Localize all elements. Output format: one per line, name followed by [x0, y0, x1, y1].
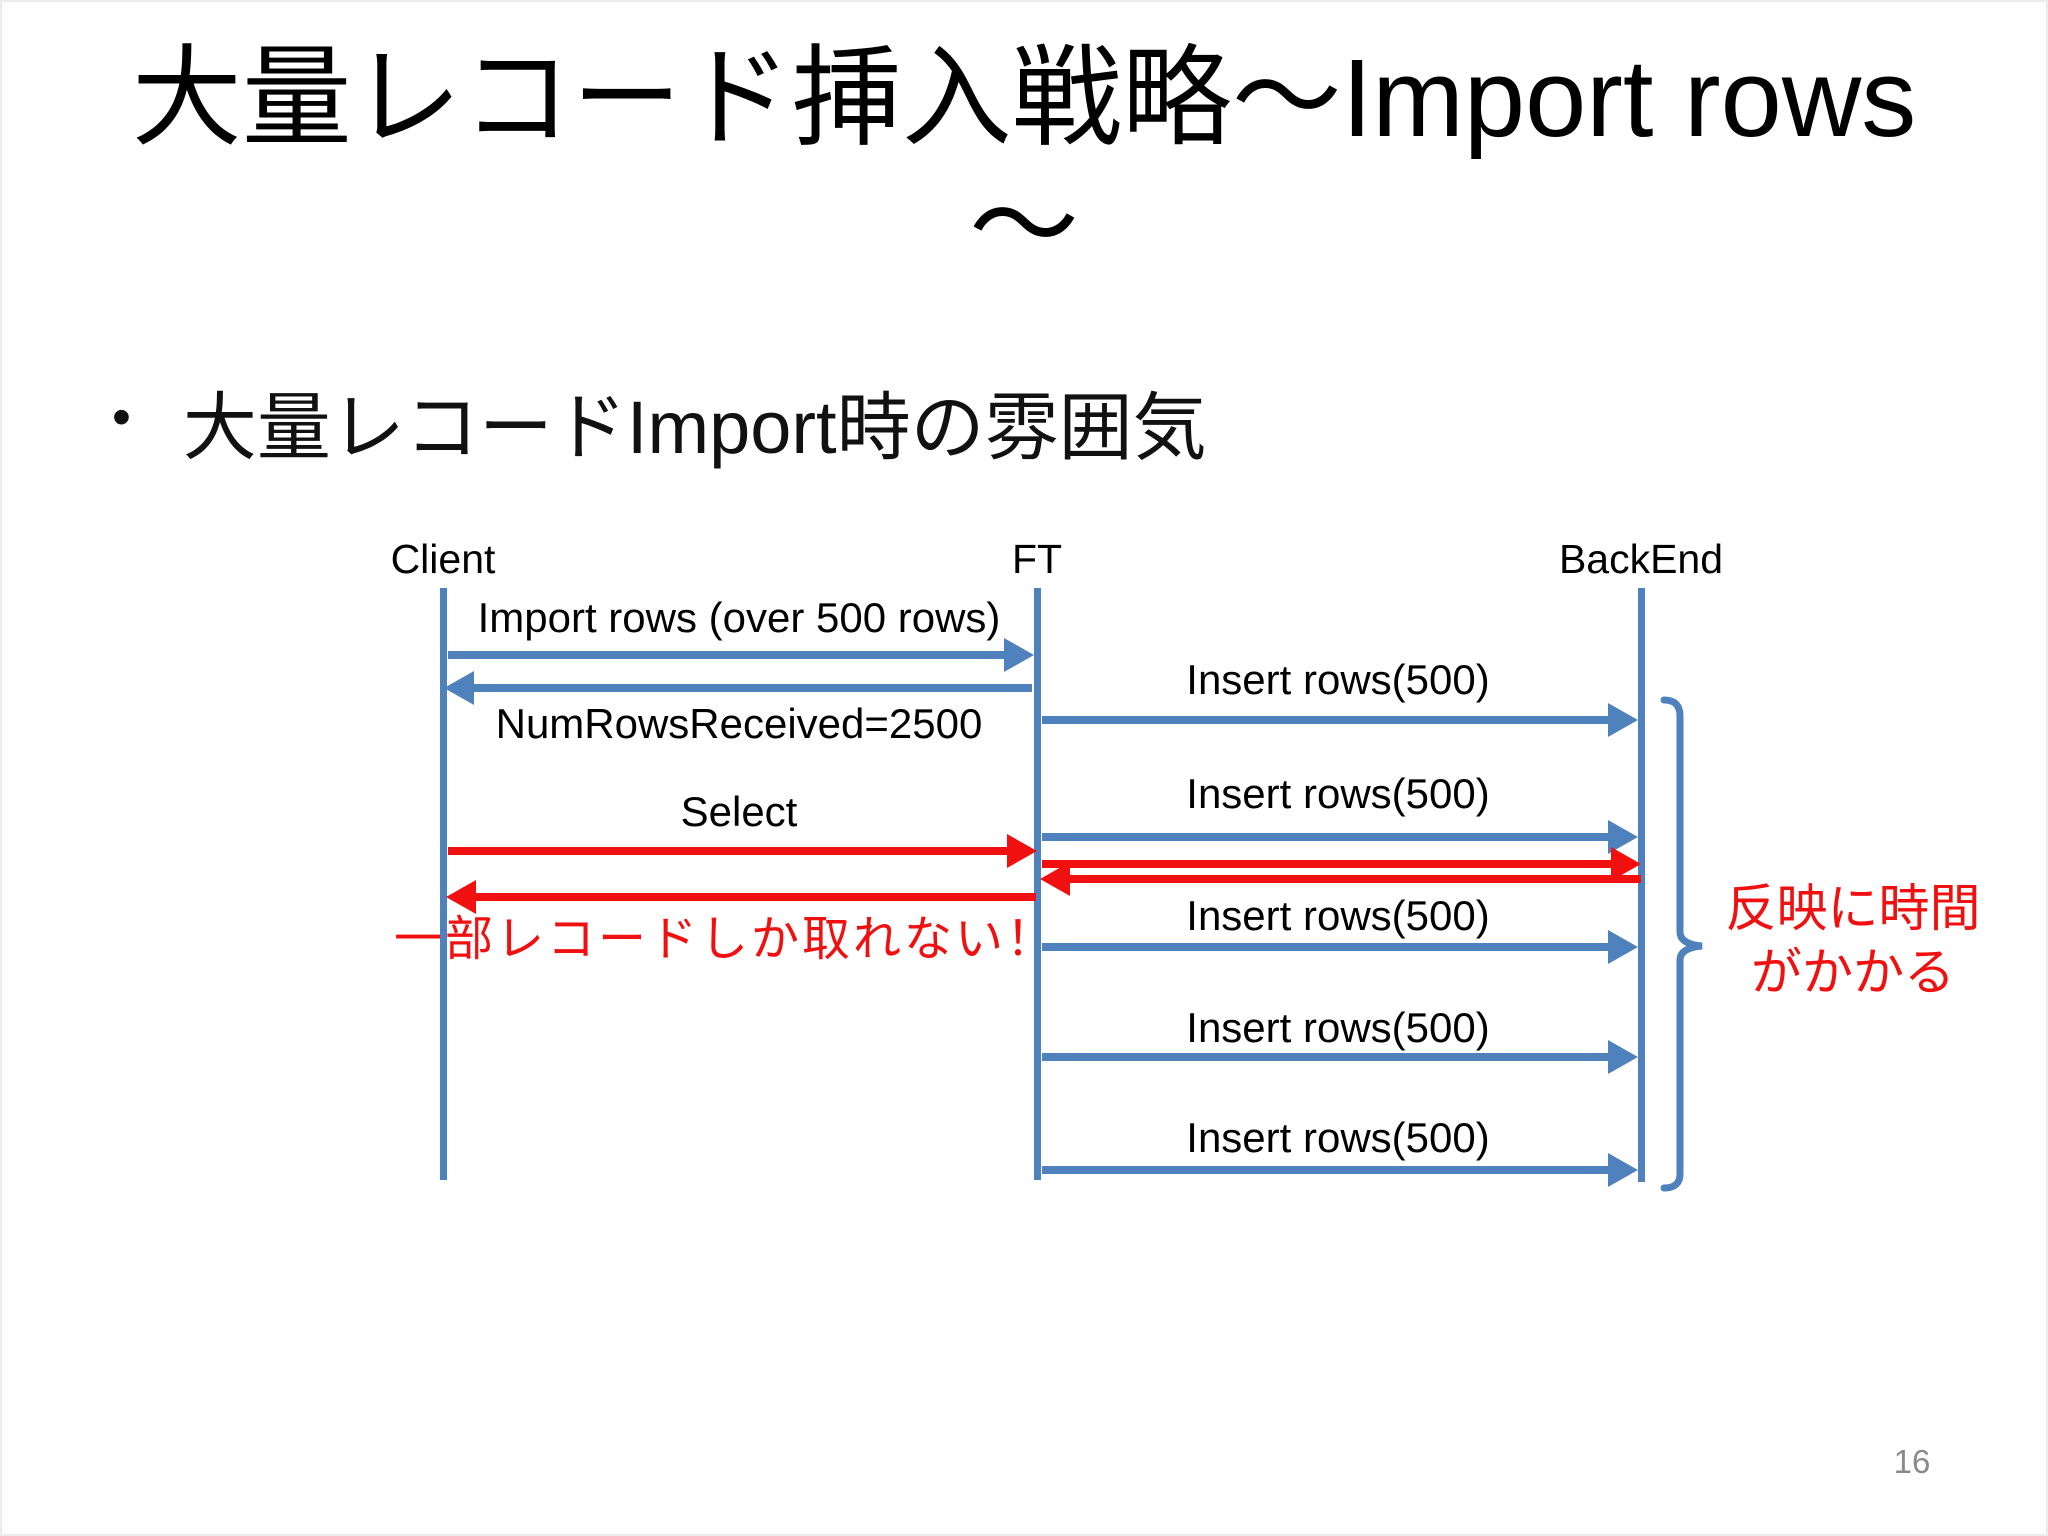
slide-title-line2: ～ — [969, 166, 1079, 289]
lifeline-label-backend: BackEnd — [1558, 536, 1724, 582]
arrow-select-response — [476, 893, 1036, 901]
lifeline-label-ft: FT — [1011, 536, 1063, 582]
annotation-reflect-delay-line1: 反映に時間 — [1725, 882, 1981, 938]
slide-title-line1: 大量レコード挿入戦略～Import rows — [0, 26, 2048, 172]
message-label-select: Select — [680, 788, 798, 835]
lifeline-client — [440, 588, 447, 1180]
message-label-insert-rows-5: Insert rows(500) — [1186, 1114, 1490, 1161]
bullet-japanese-text-2: 時の雰囲気 — [836, 388, 1207, 470]
lifeline-ft — [1034, 588, 1041, 1180]
lifeline-backend — [1638, 588, 1645, 1182]
arrow-red-insert-response — [1070, 875, 1641, 883]
annotation-partial-records: 一部レコードしか取れない！ — [394, 913, 1058, 966]
bullet-latin-text: Import — [626, 386, 837, 469]
message-label-insert-rows-2: Insert rows(500) — [1186, 770, 1490, 817]
arrow-select-request — [448, 847, 1007, 855]
lifeline-label-client: Client — [390, 536, 496, 582]
message-label-insert-rows-4: Insert rows(500) — [1186, 1004, 1490, 1051]
page-number: 16 — [1893, 1443, 1931, 1480]
arrow-insert-rows-1 — [1042, 716, 1608, 724]
message-label-numrowsreceived: NumRowsReceived=2500 — [495, 700, 983, 747]
slide-title: 大量レコード挿入戦略～Import rows ～ — [0, 26, 2048, 282]
message-label-insert-rows-3: Insert rows(500) — [1186, 892, 1490, 939]
title-japanese-text: 大量レコード挿入戦略～ — [131, 38, 1342, 160]
arrow-import-rows-response — [474, 684, 1032, 692]
arrow-insert-rows-2 — [1042, 833, 1608, 841]
bullet-japanese-text-1: 大量レコード — [182, 388, 627, 470]
arrow-red-insert-request — [1042, 860, 1611, 868]
arrow-insert-rows-5 — [1042, 1166, 1608, 1174]
bullet-item: • 大量レコードImport時の雰囲気 — [112, 368, 1612, 475]
bullet-marker: • — [112, 387, 131, 447]
annotation-reflect-delay: 反映に時間 がかかる — [1698, 878, 2008, 1006]
message-label-insert-rows-1: Insert rows(500) — [1186, 656, 1490, 703]
arrow-insert-rows-3 — [1042, 943, 1608, 951]
arrow-insert-rows-4 — [1042, 1053, 1608, 1061]
right-brace-icon — [1660, 696, 1703, 1192]
message-label-import-rows: Import rows (over 500 rows) — [477, 594, 1001, 641]
title-latin-text: Import rows — [1341, 37, 1917, 160]
annotation-reflect-delay-line2: がかかる — [1750, 946, 1955, 1002]
arrow-import-rows-request — [448, 651, 1004, 659]
